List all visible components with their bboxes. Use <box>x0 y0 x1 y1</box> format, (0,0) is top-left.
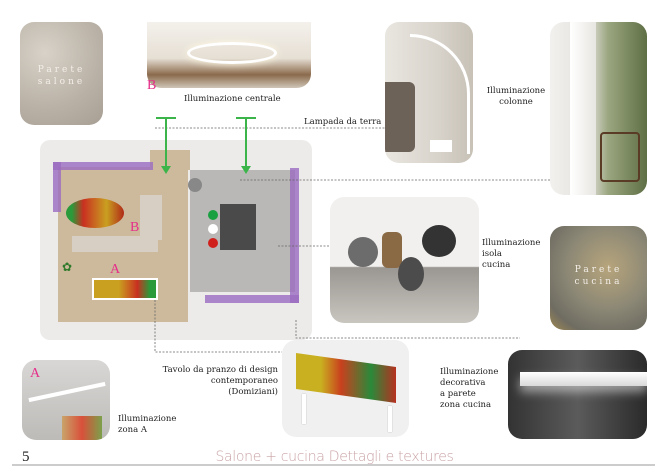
photo-illuminazione-zona-a <box>22 360 110 440</box>
texture-label: Parete salone <box>20 64 103 88</box>
photo-illuminazione-centrale <box>147 22 311 88</box>
footer-title: Salone + cucina Dettagli e textures <box>215 449 454 465</box>
marker-a: A <box>30 366 41 381</box>
page-number: 5 <box>22 449 30 465</box>
label-line: cucina <box>482 260 511 270</box>
label-line: Tavolo da pranzo di design <box>162 365 278 375</box>
dining-table <box>92 278 158 300</box>
connector-tavolo <box>154 300 282 353</box>
marker-b: B <box>147 78 157 93</box>
label-line: zona A <box>118 425 147 435</box>
purple-wall <box>290 168 299 303</box>
label-line: Illuminazione <box>118 414 177 424</box>
label-line: isola <box>482 249 502 259</box>
photo-illuminazione-isola <box>330 197 479 323</box>
marker-b: B <box>130 220 140 235</box>
texture-label-line: cucina <box>574 277 623 287</box>
connector-decorativa <box>295 320 520 339</box>
pendant-red <box>208 238 218 248</box>
chair <box>600 132 640 182</box>
texture-label-line: Parete <box>37 65 86 75</box>
table-leg <box>302 394 306 424</box>
wall-light-strip <box>520 372 647 386</box>
photo-lampada-da-terra <box>385 22 473 163</box>
floor-lamp <box>188 178 202 192</box>
plant-icon: ✿ <box>62 260 73 274</box>
pendant <box>382 232 402 268</box>
texture-label-line: Parete <box>574 265 623 275</box>
column <box>570 22 596 195</box>
pendant <box>348 237 378 267</box>
ceiling-light-ring <box>187 42 277 64</box>
pendant-white <box>208 224 218 234</box>
table-leg <box>388 406 392 432</box>
label-line: decorativa <box>440 378 486 388</box>
label-line: Illuminazione <box>486 86 546 96</box>
arrow-head <box>241 166 251 174</box>
texture-parete-salone: Parete salone <box>20 22 103 125</box>
sofa <box>140 195 162 240</box>
label-line: Illuminazione <box>440 367 499 377</box>
label-line: Illuminazione <box>482 238 541 248</box>
purple-wall <box>53 162 61 212</box>
entry-floor <box>150 150 190 170</box>
purple-wall <box>53 162 153 170</box>
pendant <box>422 225 456 257</box>
label-illuminazione-centrale: Illuminazione centrale <box>184 94 281 104</box>
label-line: zona cucina <box>440 400 492 410</box>
marker-a: A <box>110 262 121 277</box>
texture-parete-cucina: Parete cucina <box>550 226 647 330</box>
pendant <box>398 257 424 291</box>
label-line: colonne <box>499 97 533 107</box>
label-line: contemporaneo <box>210 376 278 386</box>
kitchen-island <box>220 204 256 250</box>
bottles <box>62 416 102 440</box>
pendant-green <box>208 210 218 220</box>
label-line: a parete <box>440 389 476 399</box>
photo-tavolo-da-pranzo <box>282 340 409 437</box>
rug <box>66 198 124 228</box>
lamp-base <box>430 140 452 152</box>
texture-label-line: salone <box>37 77 86 87</box>
label-line: (Domiziani) <box>228 387 278 397</box>
arrow-centrale-1 <box>156 117 176 168</box>
photo-illuminazione-decorativa <box>508 350 647 439</box>
floor-plan: B A ✿ <box>40 140 312 340</box>
label-lampada-da-terra: Lampada da terra <box>304 117 382 127</box>
purple-wall <box>205 295 299 303</box>
sofa <box>72 236 158 252</box>
texture-label: Parete cucina <box>550 264 647 288</box>
arrow-head <box>161 166 171 174</box>
arrow-centrale-2 <box>236 117 256 168</box>
photo-illuminazione-colonne <box>550 22 647 195</box>
